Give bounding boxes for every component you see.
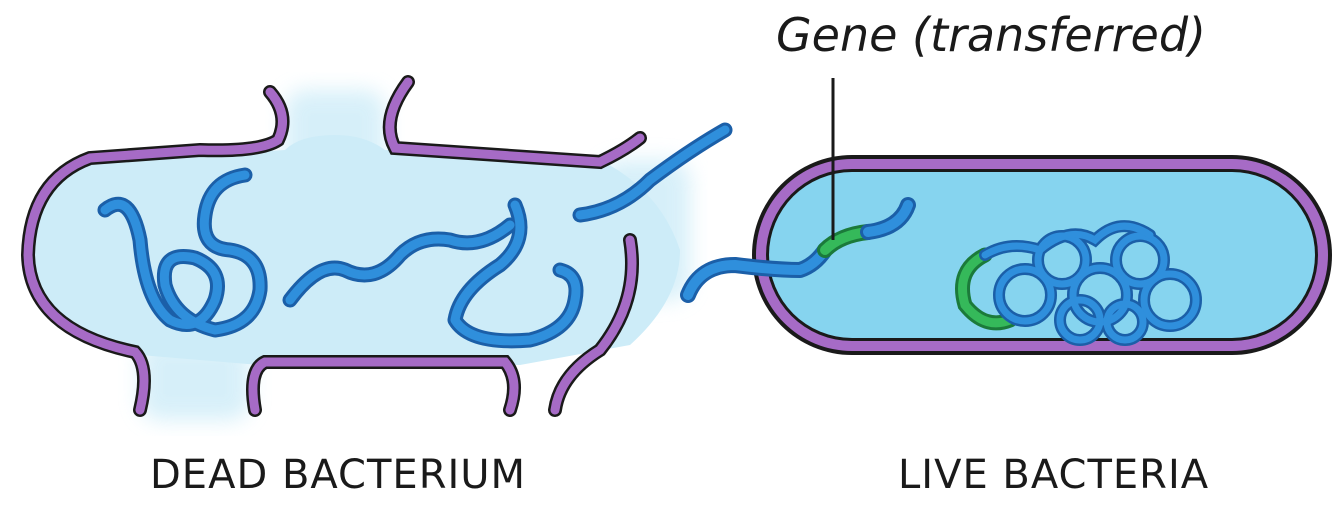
live-bacteria-caption: LIVE BACTERIA [898, 452, 1209, 498]
dead-bacterium [28, 82, 725, 420]
gene-label: Gene (transferred) [776, 8, 1206, 62]
live-bacterium [752, 155, 1332, 355]
dead-bacterium-caption: DEAD BACTERIUM [150, 452, 526, 498]
dead-cytoplasm [28, 135, 680, 365]
